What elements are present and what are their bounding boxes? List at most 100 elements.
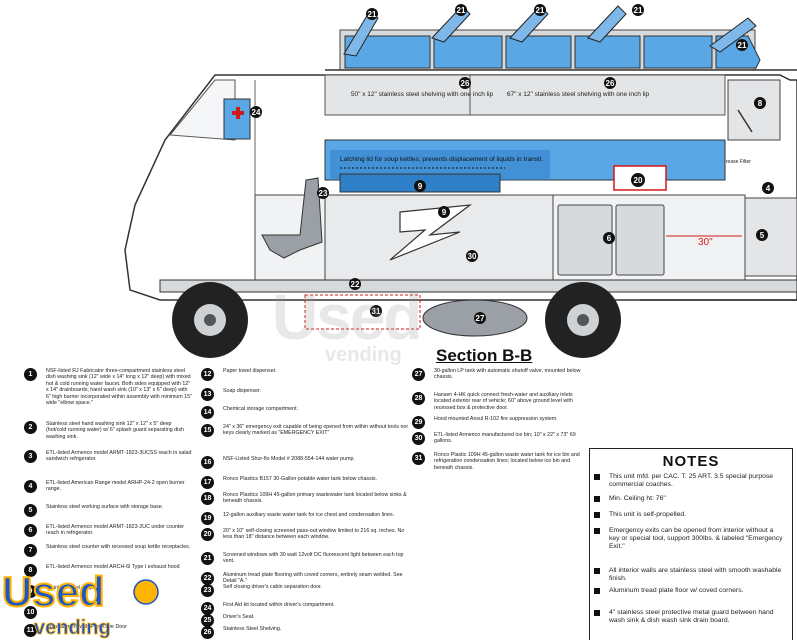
note-text: Emergency exits can be opened from inter… [609, 527, 783, 550]
roof-windows [344, 35, 761, 69]
legend-text: Stainless Steel Shelving. [223, 626, 282, 632]
legend-number: 22 [201, 572, 214, 585]
legend-number: 15 [201, 424, 214, 437]
legend-number: 1 [24, 368, 37, 381]
svg-text:21: 21 [457, 6, 466, 15]
legend-number: 7 [24, 544, 37, 557]
note-text: This unit mfd. per CAC. T. 25 ART. 3.5 s… [609, 473, 774, 488]
svg-text:31: 31 [372, 307, 381, 316]
svg-text:8: 8 [758, 99, 763, 108]
legend-text: Hansen 4-HK quick connect fresh-water an… [434, 392, 573, 411]
legend-text: Ronco Plastic 109H 45-gallon waste water… [434, 452, 580, 471]
latch-label: Latching lid for soup kettles; prevents … [340, 156, 543, 163]
exhaust-hood [727, 79, 781, 141]
used-vending-logo: Used vending [1, 567, 159, 639]
svg-text:24: 24 [252, 108, 261, 117]
roof-window [643, 35, 713, 69]
legend-number: 24 [201, 602, 214, 615]
callout-21: 21 [534, 4, 546, 16]
legend-text: Stainless steel hand washing sink 12" x … [46, 421, 184, 440]
legend-number: 9 [24, 585, 37, 598]
note-text: Min. Ceiling ht: 76" [609, 495, 666, 502]
legend-text: Hood mounted Ansul R-102 fire suppressio… [434, 416, 558, 422]
callout-31: 31 [370, 305, 382, 317]
svg-text:Used: Used [2, 568, 105, 615]
legend-number: 6 [24, 524, 37, 537]
grease-filter [737, 109, 753, 133]
legend-text: ETL-listed Armenco model ARCH-6I Type I … [46, 564, 180, 570]
notes-title: NOTES [662, 453, 720, 470]
callout-9: 9 [414, 180, 426, 192]
svg-text:26: 26 [461, 79, 470, 88]
callout-30: 30 [466, 250, 478, 262]
legend-number: 17 [201, 476, 214, 489]
legend-text: Aluminum tread plate flooring with coved… [223, 572, 403, 585]
legend-number: 5 [24, 504, 37, 517]
legend-number: 4 [24, 480, 37, 493]
legend-column-3: 27 30-gallon LP tank with automatic shuto… [412, 368, 587, 478]
callout-4: 4 [762, 182, 774, 194]
note-bullet-icon [594, 474, 600, 480]
svg-text:27: 27 [476, 314, 485, 323]
legend-text: 30-gallon LP tank with automatic shutoff… [434, 368, 581, 381]
legend-text: 12-gallon auxiliary waste water tank for… [223, 512, 395, 518]
legend-number: 27 [412, 368, 425, 381]
legend-number: 29 [412, 416, 425, 429]
svg-text:22: 22 [351, 280, 360, 289]
work-surface [744, 197, 797, 277]
callout-21: 21 [366, 8, 378, 20]
fridge-door-right [615, 204, 665, 276]
legend-text: ETL-listed Armenco model ARMT-1823-2UC u… [46, 524, 185, 537]
svg-text:5: 5 [760, 231, 765, 240]
svg-text:9: 9 [442, 208, 447, 217]
note-text: 4" stainless steel protective metal guar… [609, 609, 774, 624]
notes-box: NOTES This unit mfd. per CAC. T. 25 ART.… [589, 448, 793, 640]
svg-text:21: 21 [536, 6, 545, 15]
svg-text:6: 6 [607, 234, 612, 243]
legend-text: Chemical storage compartment. [223, 406, 299, 412]
legend-number: 20 [201, 528, 214, 541]
legend-number: 16 [201, 456, 214, 469]
note-text: Aluminum tread plate floor w/ coved corn… [609, 587, 744, 594]
rear-wheel [545, 282, 621, 358]
legend-text: NSF-listed RJ Fabricator three-compartme… [46, 368, 192, 407]
callout-9: 9 [438, 206, 450, 218]
legend-text: ETL-listed Armenco manufactured ice bin;… [434, 432, 576, 445]
legend-number: 12 [201, 368, 214, 381]
note-bullet-icon [594, 528, 600, 534]
shelf-label-right: 67" x 12" stainless steel shelving with … [507, 91, 650, 98]
legend-number: 30 [412, 432, 425, 445]
legend-text: Stainless steel working surface with sto… [46, 504, 164, 510]
roof-vent [343, 13, 379, 57]
callout-26: 26 [604, 77, 616, 89]
legend-text: Stainless steel counter with recessed so… [46, 544, 191, 550]
svg-text:26: 26 [606, 79, 615, 88]
svg-text:21: 21 [368, 10, 377, 19]
callout-8: 8 [754, 97, 766, 109]
svg-text:30: 30 [468, 252, 477, 261]
legend-text: Compartment with Protective Door [46, 624, 127, 630]
note-bullet-icon [594, 568, 600, 574]
legend-number: 10 [24, 606, 37, 619]
legend-number: 11 [24, 624, 37, 637]
callouts: 21 21 21 21 21 26 26 8 24 20 9 4 23 9 6 … [250, 4, 774, 324]
callout-6: 6 [603, 232, 615, 244]
svg-text:23: 23 [319, 189, 328, 198]
first-aid-icon [232, 107, 244, 119]
legend-number: 21 [201, 552, 214, 565]
legend-text: Ronco Plastics B157 30-Gallon potable wa… [223, 476, 377, 482]
legend-text: Screened windows with 30 watt 12volt DC … [223, 552, 404, 565]
legend-number: 13 [201, 388, 214, 401]
legend-number: 23 [201, 584, 214, 597]
roof-window [505, 35, 572, 69]
legend-number: 25 [201, 614, 214, 627]
windshield [169, 79, 236, 141]
driver-seat [261, 177, 323, 259]
legend-text: Stainless steel soup [46, 585, 94, 591]
legend-column-1: 1 NSF-listed RJ Fabricator three-compartm… [24, 368, 194, 639]
note-text: All interior walls are stainless steel w… [609, 567, 782, 582]
note-text: This unit is self-propelled. [609, 511, 687, 518]
roof-window [574, 35, 641, 69]
callout-5: 5 [756, 229, 768, 241]
legend-number: 18 [201, 492, 214, 505]
